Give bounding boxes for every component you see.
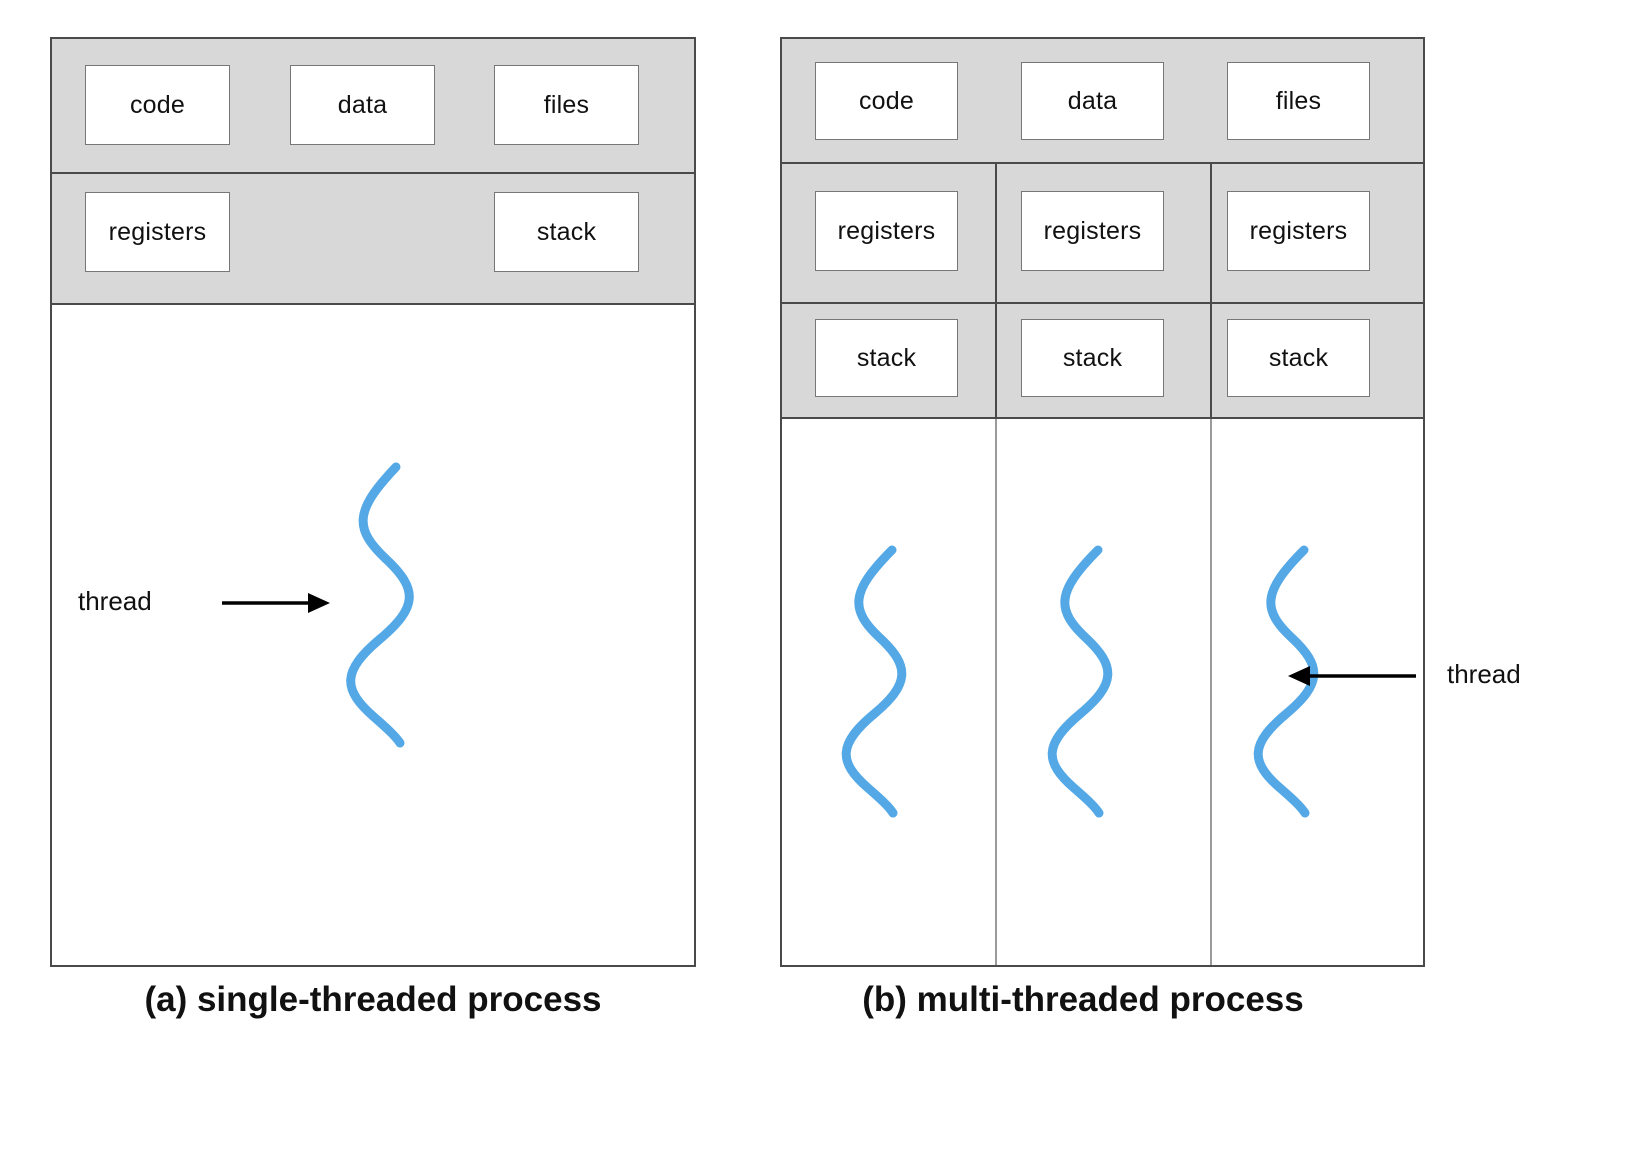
process-b-col-divider-2-lower: [1210, 419, 1212, 965]
single-threaded-process-frame: code data files registers stack: [50, 37, 696, 967]
process-b-col-divider-1-lower: [995, 419, 997, 965]
cell-stack: stack: [1227, 319, 1370, 397]
cell-data: data: [1021, 62, 1164, 140]
cell-code: code: [85, 65, 230, 145]
process-a-divider-2: [52, 303, 694, 305]
caption-a: (a) single-threaded process: [144, 980, 602, 1019]
thread-squiggle-b1: [841, 545, 907, 818]
process-b-divider-3: [782, 417, 1423, 419]
cell-data: data: [290, 65, 435, 145]
process-b-col-divider-1-upper: [995, 164, 997, 417]
thread-squiggle-a1: [346, 462, 414, 748]
multi-threaded-process-frame: code data files registers registers regi…: [780, 37, 1425, 967]
cell-stack: stack: [1021, 319, 1164, 397]
thread-squiggle-b3: [1253, 545, 1319, 818]
process-a-divider-1: [52, 172, 694, 174]
cell-registers: registers: [1227, 191, 1370, 271]
cell-registers: registers: [815, 191, 958, 271]
process-b-divider-2: [782, 302, 1423, 304]
cell-stack: stack: [815, 319, 958, 397]
cell-files: files: [1227, 62, 1370, 140]
cell-registers: registers: [1021, 191, 1164, 271]
cell-registers: registers: [85, 192, 230, 272]
arrow-right-icon: [222, 593, 330, 613]
thread-squiggle-b2: [1047, 545, 1113, 818]
caption-b: (b) multi-threaded process: [862, 980, 1304, 1019]
cell-stack: stack: [494, 192, 639, 272]
thread-label-a: thread: [78, 586, 152, 616]
process-b-divider-1: [782, 162, 1423, 164]
thread-label-b: thread: [1447, 659, 1521, 689]
cell-code: code: [815, 62, 958, 140]
cell-files: files: [494, 65, 639, 145]
process-b-col-divider-2-upper: [1210, 164, 1212, 417]
arrow-left-icon: [1288, 666, 1416, 686]
